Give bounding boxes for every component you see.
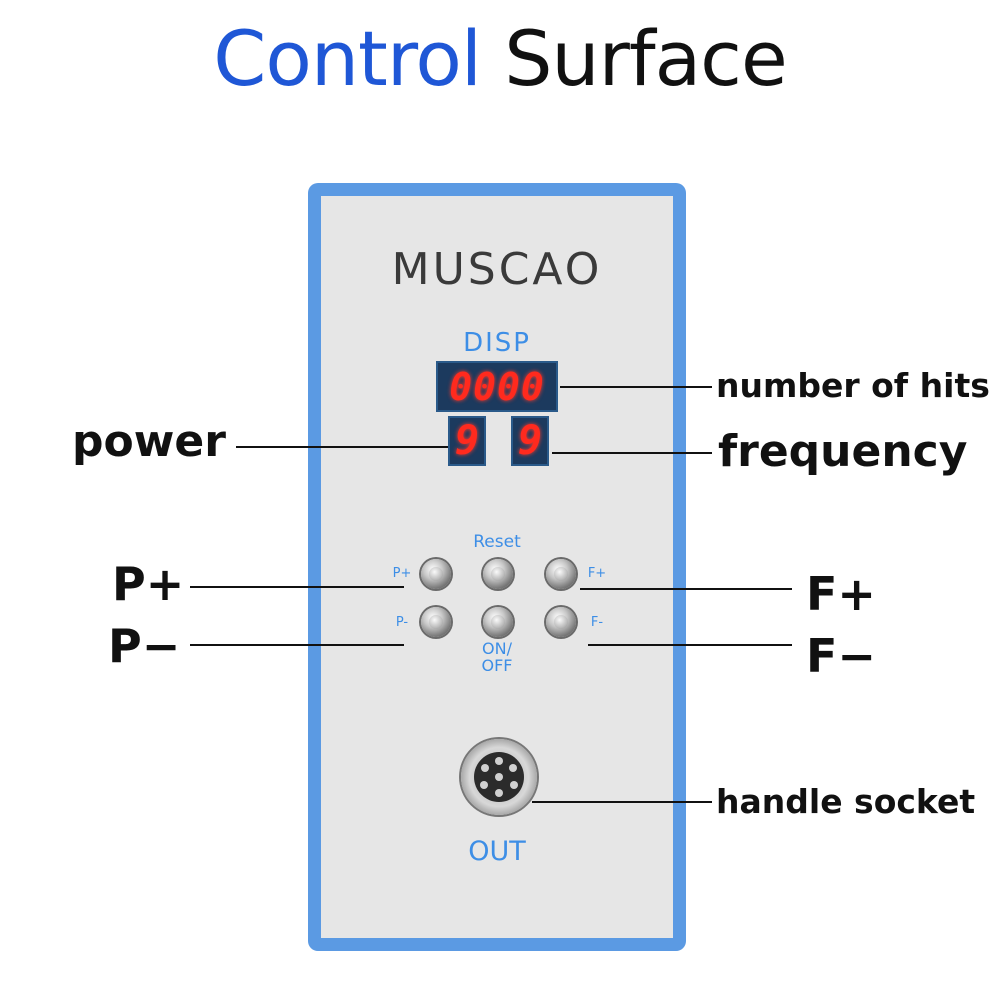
frequency-display-value: 9 — [517, 418, 543, 464]
socket-face — [474, 752, 524, 802]
off-label: OFF — [481, 656, 513, 675]
socket-pin — [480, 781, 488, 789]
control-panel — [308, 183, 686, 951]
hits-display: 0000 — [436, 361, 558, 412]
p-plus-callout: P+ — [112, 557, 185, 611]
power-display: 9 — [448, 416, 486, 466]
hits-display-value: 0000 — [449, 364, 545, 409]
handle-socket[interactable] — [461, 739, 537, 815]
f-minus-button[interactable] — [546, 607, 576, 637]
frequency-display: 9 — [511, 416, 549, 466]
socket-pin — [495, 789, 503, 797]
reset-button[interactable] — [483, 559, 513, 589]
frequency-callout: frequency — [718, 426, 968, 477]
socket-pin — [509, 764, 517, 772]
f-minus-callout-line — [588, 644, 792, 646]
f-minus-callout: F− — [806, 629, 876, 683]
power-callout-line — [236, 446, 448, 448]
socket-pin — [481, 764, 489, 772]
hits-callout-line — [560, 386, 712, 388]
on-off-button[interactable] — [483, 607, 513, 637]
hits-callout: number of hits — [716, 366, 990, 405]
f-plus-callout: F+ — [806, 567, 876, 621]
socket-callout-line — [532, 801, 712, 803]
on-off-label: ON/ OFF — [465, 640, 529, 674]
f-plus-label: F+ — [587, 566, 607, 581]
p-plus-label: P+ — [392, 566, 412, 581]
socket-callout: handle socket — [716, 782, 976, 821]
f-plus-callout-line — [580, 588, 792, 590]
title-word-surface: Surface — [504, 14, 788, 103]
p-minus-button[interactable] — [421, 607, 451, 637]
page-title: Control Surface — [0, 14, 1000, 104]
power-display-value: 9 — [454, 418, 480, 464]
socket-pin — [510, 781, 518, 789]
out-label: OUT — [468, 836, 526, 867]
p-minus-label: P- — [395, 615, 409, 630]
disp-label: DISP — [463, 328, 531, 358]
p-minus-callout: P− — [108, 619, 181, 673]
socket-pin — [495, 773, 503, 781]
p-plus-button[interactable] — [421, 559, 451, 589]
brand-label: MUSCAO — [391, 244, 603, 295]
f-plus-button[interactable] — [546, 559, 576, 589]
p-plus-callout-line — [190, 586, 404, 588]
socket-pin — [495, 757, 503, 765]
power-callout: power — [72, 416, 226, 467]
on-label: ON/ — [482, 639, 512, 658]
p-minus-callout-line — [190, 644, 404, 646]
reset-label: Reset — [473, 532, 521, 552]
f-minus-label: F- — [590, 615, 604, 630]
title-word-control: Control — [213, 14, 482, 103]
frequency-callout-line — [552, 452, 712, 454]
